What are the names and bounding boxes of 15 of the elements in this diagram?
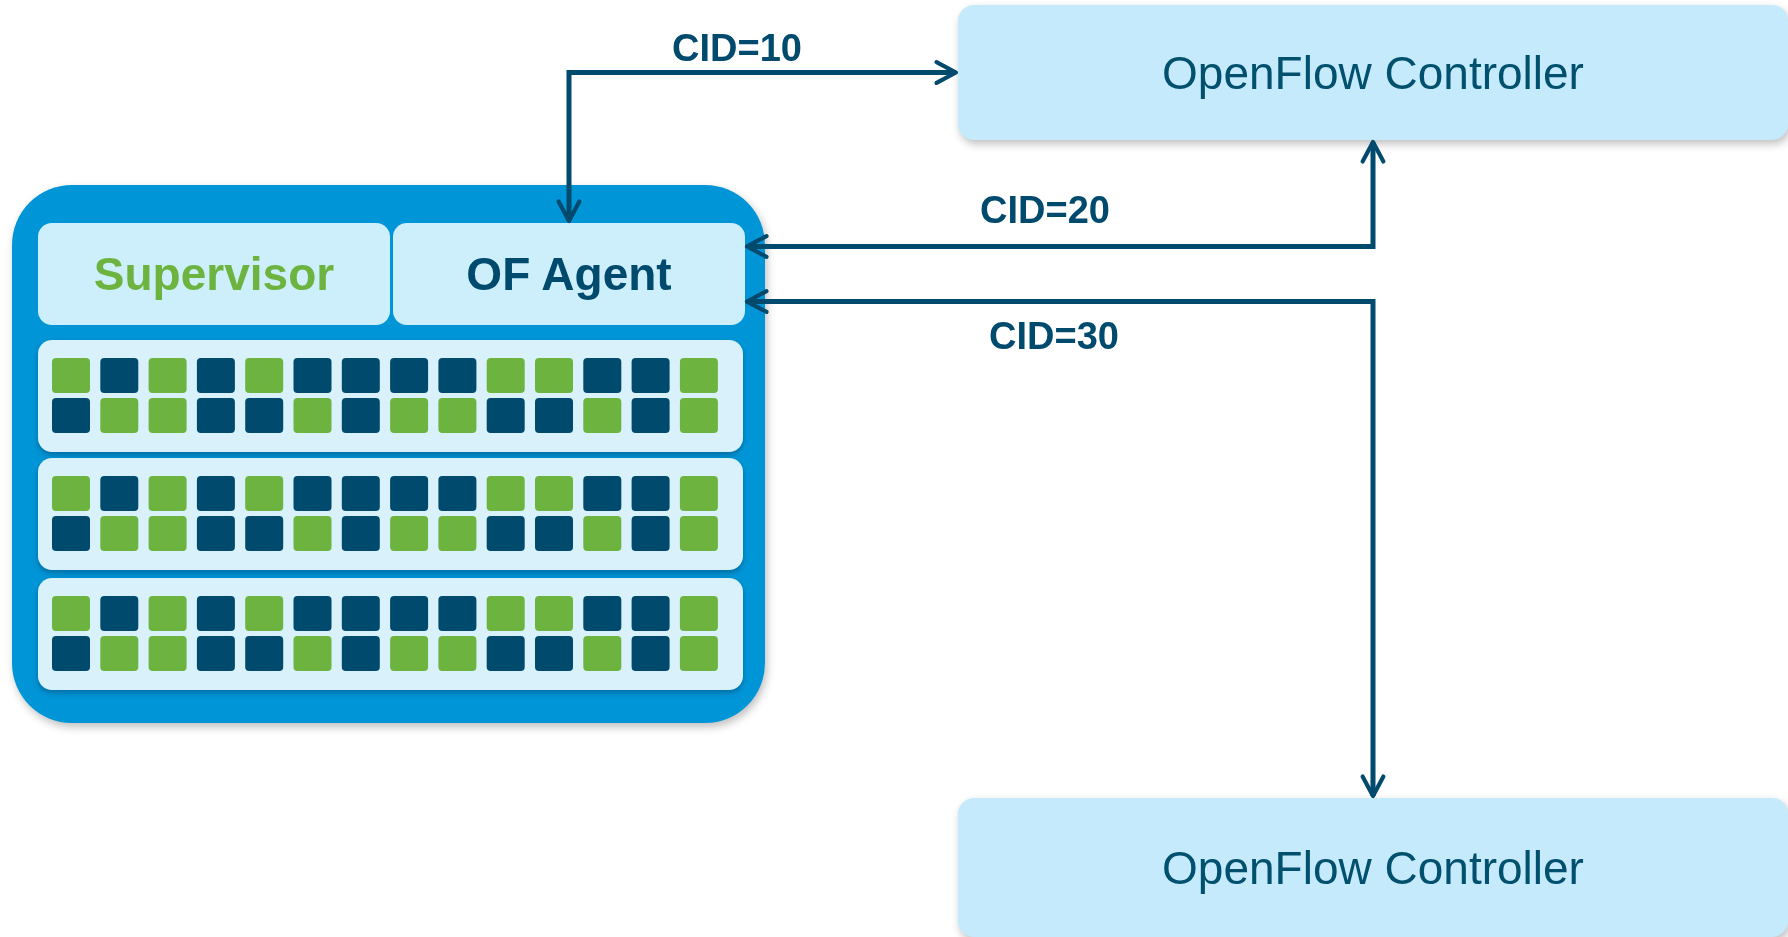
connector-arrow [556, 60, 959, 224]
controller-label: OpenFlow Controller [1162, 840, 1584, 895]
switch-chassis [12, 185, 765, 723]
controller-label: OpenFlow Controller [1162, 45, 1584, 100]
module-label: Supervisor [93, 247, 335, 301]
module-box [393, 223, 745, 325]
controller-box [958, 798, 1788, 937]
module-box [38, 223, 390, 325]
connector-arrow [744, 139, 1386, 259]
module-label: OF Agent [466, 247, 672, 301]
line-card [38, 458, 743, 570]
line-card [38, 340, 743, 452]
line-card [38, 578, 743, 690]
connector-arrow [744, 289, 1386, 799]
controller-box [958, 5, 1788, 140]
